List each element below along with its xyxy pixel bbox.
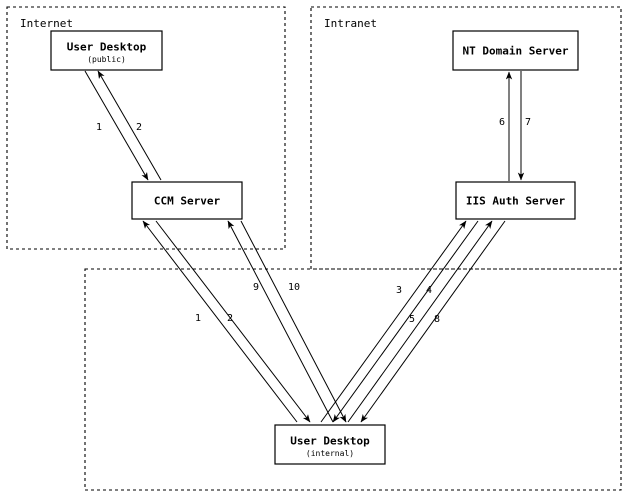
node-box-user-desktop-public[interactable] [50,30,163,71]
edge-labels-layer: 1 2 1 2 9 10 3 4 5 8 6 7 [96,117,531,325]
zone-label-internet: Internet [20,17,73,30]
flow-arrow-step-10 [240,220,347,423]
flow-arrow-step-9 [227,220,334,423]
node-nt-domain-server[interactable]: NT Domain Server [452,30,579,71]
node-box-ccm-server[interactable] [131,181,243,220]
edge-label-step-2-internal: 2 [227,313,233,324]
node-box-user-desktop-internal[interactable] [274,424,386,465]
zone-boundary-internet [6,6,286,250]
edge-label-step-4: 4 [426,285,432,296]
edge-label-step-6: 6 [499,117,505,128]
node-title-iis-auth-server: IIS Auth Server [466,195,566,208]
edge-label-step-1-public: 1 [96,122,102,133]
node-user-desktop-internal[interactable]: User Desktop(internal) [274,424,386,465]
edge-label-step-8: 8 [434,314,440,325]
edges-layer [84,70,525,423]
flow-arrow-step-8 [360,220,506,423]
flow-arrow-step-2-internal [155,220,311,423]
flow-arrow-step-4 [332,220,479,423]
edge-label-step-10: 10 [288,282,300,293]
flow-arrow-step-1-internal [142,220,298,423]
flow-arrow-step-2-public [97,70,162,181]
node-title-user-desktop-public: User Desktop [67,41,147,54]
edge-label-step-2-public: 2 [136,122,142,133]
node-title-user-desktop-internal: User Desktop [290,435,370,448]
node-title-ccm-server: CCM Server [154,195,221,208]
node-subtitle-user-desktop-internal: (internal) [306,449,354,458]
flow-arrow-step-1-public [84,70,149,181]
node-subtitle-user-desktop-public: (public) [87,55,126,64]
node-iis-auth-server[interactable]: IIS Auth Server [455,181,576,220]
flow-arrow-step-3 [320,220,467,423]
zone-internet: Internet [6,6,286,250]
zone-label-intranet: Intranet [324,17,377,30]
edge-label-step-5: 5 [409,314,415,325]
zones-layer: Internet Intranet [6,6,622,491]
edge-label-step-9: 9 [253,282,259,293]
node-title-nt-domain-server: NT Domain Server [463,45,569,58]
edge-label-step-7: 7 [525,117,531,128]
node-user-desktop-public[interactable]: User Desktop(public) [50,30,163,71]
node-box-iis-auth-server[interactable] [455,181,576,220]
edge-label-step-1-internal: 1 [195,313,201,324]
node-ccm-server[interactable]: CCM Server [131,181,243,220]
edge-label-step-3: 3 [396,285,402,296]
flow-arrow-step-5 [347,220,493,423]
node-box-nt-domain-server[interactable] [452,30,579,71]
